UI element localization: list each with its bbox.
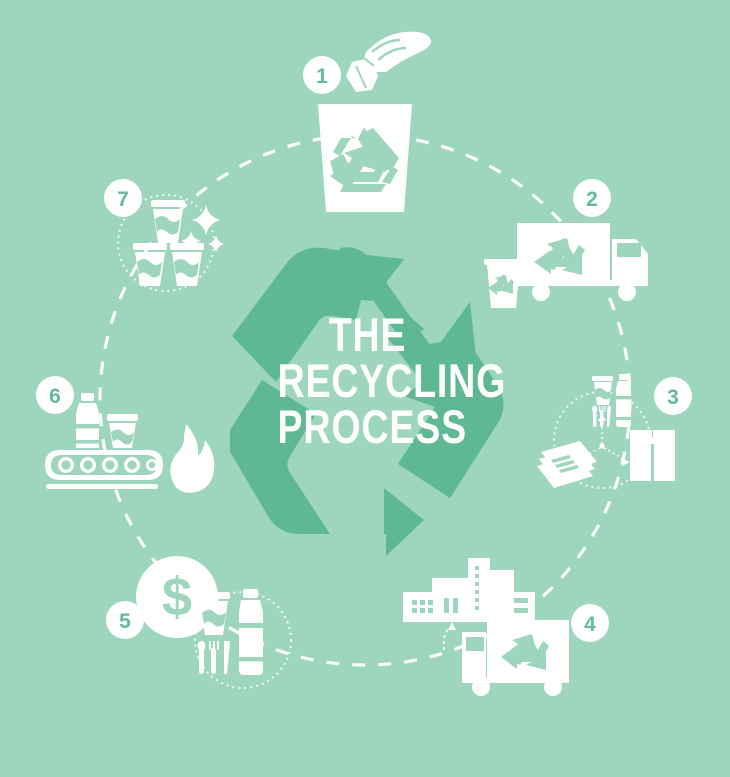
step-badge-3[interactable]: 3 bbox=[654, 377, 692, 415]
step-badge-7[interactable]: 7 bbox=[104, 179, 142, 217]
step-badge-5-label: 5 bbox=[119, 610, 131, 633]
dollar-badge bbox=[136, 556, 218, 638]
step-badge-2-label: 2 bbox=[586, 188, 598, 211]
step-6-icon-manufacturing bbox=[45, 393, 215, 493]
step-number-badges: 1 2 3 4 5 6 7 bbox=[36, 56, 692, 642]
step-badge-6[interactable]: 6 bbox=[36, 376, 74, 414]
step-badge-4-label: 4 bbox=[584, 613, 596, 636]
step-badge-5[interactable]: 5 bbox=[106, 601, 144, 639]
step-5-icon-sell-recyclables: $ bbox=[136, 556, 292, 689]
step-4-icon-transport-to-facility bbox=[403, 558, 569, 696]
step-3-icon-sorting-materials bbox=[537, 374, 675, 489]
recycling-symbol bbox=[230, 247, 504, 556]
step-badge-3-label: 3 bbox=[667, 386, 679, 409]
step-7-icon-new-products bbox=[117, 194, 224, 292]
step-badge-6-label: 6 bbox=[49, 385, 61, 408]
dollar-sign-glyph: $ bbox=[162, 567, 192, 627]
step-2-icon-collection-truck bbox=[484, 223, 648, 308]
step-badge-7-label: 7 bbox=[117, 188, 129, 211]
step-1-icon-dispose-waste bbox=[318, 31, 432, 212]
step-badge-2[interactable]: 2 bbox=[573, 179, 611, 217]
step-badge-1-label: 1 bbox=[316, 65, 328, 88]
step-badge-1[interactable]: 1 bbox=[303, 56, 341, 94]
bin-recycle-arrows bbox=[330, 127, 390, 190]
step-badge-4[interactable]: 4 bbox=[571, 604, 609, 642]
